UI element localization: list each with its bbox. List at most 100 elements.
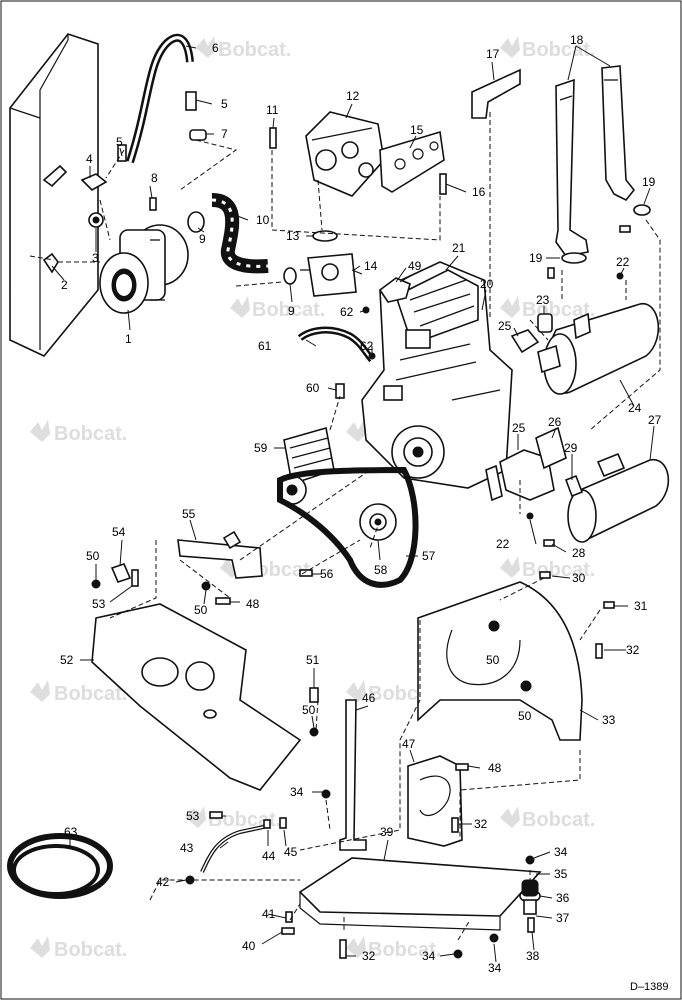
bobcat-logo-icon bbox=[500, 806, 520, 828]
callout-34: 34 bbox=[554, 845, 568, 859]
callout-37: 37 bbox=[556, 911, 570, 925]
callout-19: 19 bbox=[642, 175, 656, 189]
callout-34: 34 bbox=[290, 785, 304, 799]
callout-46: 46 bbox=[362, 691, 376, 705]
callout-45: 45 bbox=[284, 845, 298, 859]
watermark-bobcat-bottom-left: Bobcat. bbox=[30, 936, 127, 961]
watermark-text: Bobcat. bbox=[54, 683, 127, 705]
watermark-bobcat-mid-left: Bobcat. bbox=[30, 420, 127, 445]
callout-29: 29 bbox=[564, 441, 578, 455]
guard-bracket bbox=[177, 530, 263, 579]
watermark-text: Bobcat. bbox=[252, 299, 325, 321]
rubber-isolator bbox=[519, 879, 541, 915]
watermark-text: Bobcat. bbox=[522, 39, 595, 61]
callout-53: 53 bbox=[186, 809, 200, 823]
carburetor bbox=[300, 230, 363, 297]
callout-48: 48 bbox=[246, 597, 260, 611]
callout-33: 33 bbox=[602, 713, 616, 727]
callouts: 1 2 3 4 5 5 6 7 8 9 9 10 11 12 13 14 15 … bbox=[60, 33, 662, 975]
callout-52: 52 bbox=[60, 653, 74, 667]
mount-plate bbox=[298, 857, 542, 931]
seal-strip bbox=[7, 833, 113, 899]
watermark-bobcat-right-820: Bobcat. bbox=[500, 806, 595, 831]
bobcat-logo-icon bbox=[186, 806, 206, 828]
manifold-gasket bbox=[379, 130, 445, 193]
watermark-bobcat-top: Bobcat. bbox=[196, 36, 291, 61]
clip bbox=[110, 563, 132, 583]
callout-5: 5 bbox=[221, 97, 228, 111]
callout-22: 22 bbox=[496, 537, 510, 551]
hardware bbox=[91, 197, 631, 959]
callout-57: 57 bbox=[422, 549, 436, 563]
callout-54: 54 bbox=[112, 525, 126, 539]
muffler-upper bbox=[537, 303, 660, 395]
callout-34: 34 bbox=[422, 949, 436, 963]
callout-7: 7 bbox=[221, 127, 228, 141]
exhaust-manifold bbox=[485, 329, 584, 502]
callout-56: 56 bbox=[320, 567, 334, 581]
watermark-text: Bobcat. bbox=[522, 809, 595, 831]
callout-55: 55 bbox=[182, 507, 196, 521]
bobcat-logo-icon bbox=[500, 36, 520, 58]
intake-hose bbox=[211, 193, 269, 274]
watermark-text: Bobcat. bbox=[54, 939, 127, 961]
hose-clamps bbox=[187, 211, 297, 285]
callout-2: 2 bbox=[61, 278, 68, 292]
callout-13: 13 bbox=[286, 229, 300, 243]
support-bar bbox=[339, 699, 367, 851]
callout-42: 42 bbox=[156, 875, 170, 889]
callout-3: 3 bbox=[92, 251, 99, 265]
leader-lines bbox=[51, 45, 655, 963]
callout-50: 50 bbox=[194, 603, 208, 617]
callout-24: 24 bbox=[628, 401, 642, 415]
document-id: D–1389 bbox=[630, 981, 669, 993]
callout-32: 32 bbox=[626, 643, 640, 657]
watermark-text: Bobcat. bbox=[218, 39, 291, 61]
exhaust-pipes bbox=[555, 65, 636, 257]
bobcat-logo-icon bbox=[30, 680, 50, 702]
callout-51: 51 bbox=[306, 653, 320, 667]
callout-21: 21 bbox=[452, 241, 466, 255]
mounting-brackets-left bbox=[42, 164, 108, 274]
callout-11: 11 bbox=[266, 103, 279, 117]
callout-16: 16 bbox=[472, 185, 486, 199]
bobcat-logo-icon bbox=[346, 936, 366, 958]
callout-31: 31 bbox=[634, 599, 648, 613]
bobcat-logo-icon bbox=[30, 936, 50, 958]
callout-36: 36 bbox=[556, 891, 570, 905]
callout-63: 63 bbox=[64, 825, 78, 839]
callout-12: 12 bbox=[346, 89, 360, 103]
fan-shroud bbox=[417, 581, 583, 741]
callout-4: 4 bbox=[86, 152, 93, 166]
callout-50: 50 bbox=[302, 703, 316, 717]
bobcat-logo-icon bbox=[500, 296, 520, 318]
callout-19: 19 bbox=[529, 251, 543, 265]
bobcat-logo-icon bbox=[230, 296, 250, 318]
breather-hose bbox=[126, 33, 194, 164]
callout-20: 20 bbox=[480, 277, 494, 291]
callout-49: 49 bbox=[408, 259, 422, 273]
callout-34: 34 bbox=[488, 961, 502, 975]
callout-18: 18 bbox=[570, 33, 584, 47]
belt-guard bbox=[91, 603, 302, 791]
muffler-lower bbox=[567, 452, 670, 543]
bobcat-logo-icon bbox=[500, 556, 520, 578]
callout-61: 61 bbox=[258, 339, 272, 353]
intake-manifold bbox=[305, 111, 385, 197]
callout-25: 25 bbox=[498, 319, 512, 333]
fuel-line bbox=[297, 326, 375, 363]
callout-30: 30 bbox=[572, 571, 586, 585]
callout-48: 48 bbox=[488, 761, 502, 775]
mount-bracket bbox=[407, 755, 463, 847]
watermark-bobcat-bottom-center: Bobcat. bbox=[346, 936, 441, 961]
callout-39: 39 bbox=[380, 825, 394, 839]
callout-6: 6 bbox=[212, 41, 219, 55]
exhaust-gasket bbox=[537, 313, 553, 333]
assembly-lines bbox=[29, 112, 661, 941]
callout-32: 32 bbox=[474, 817, 488, 831]
callout-1: 1 bbox=[125, 332, 132, 346]
callout-47: 47 bbox=[402, 737, 416, 751]
callout-14: 14 bbox=[364, 259, 378, 273]
